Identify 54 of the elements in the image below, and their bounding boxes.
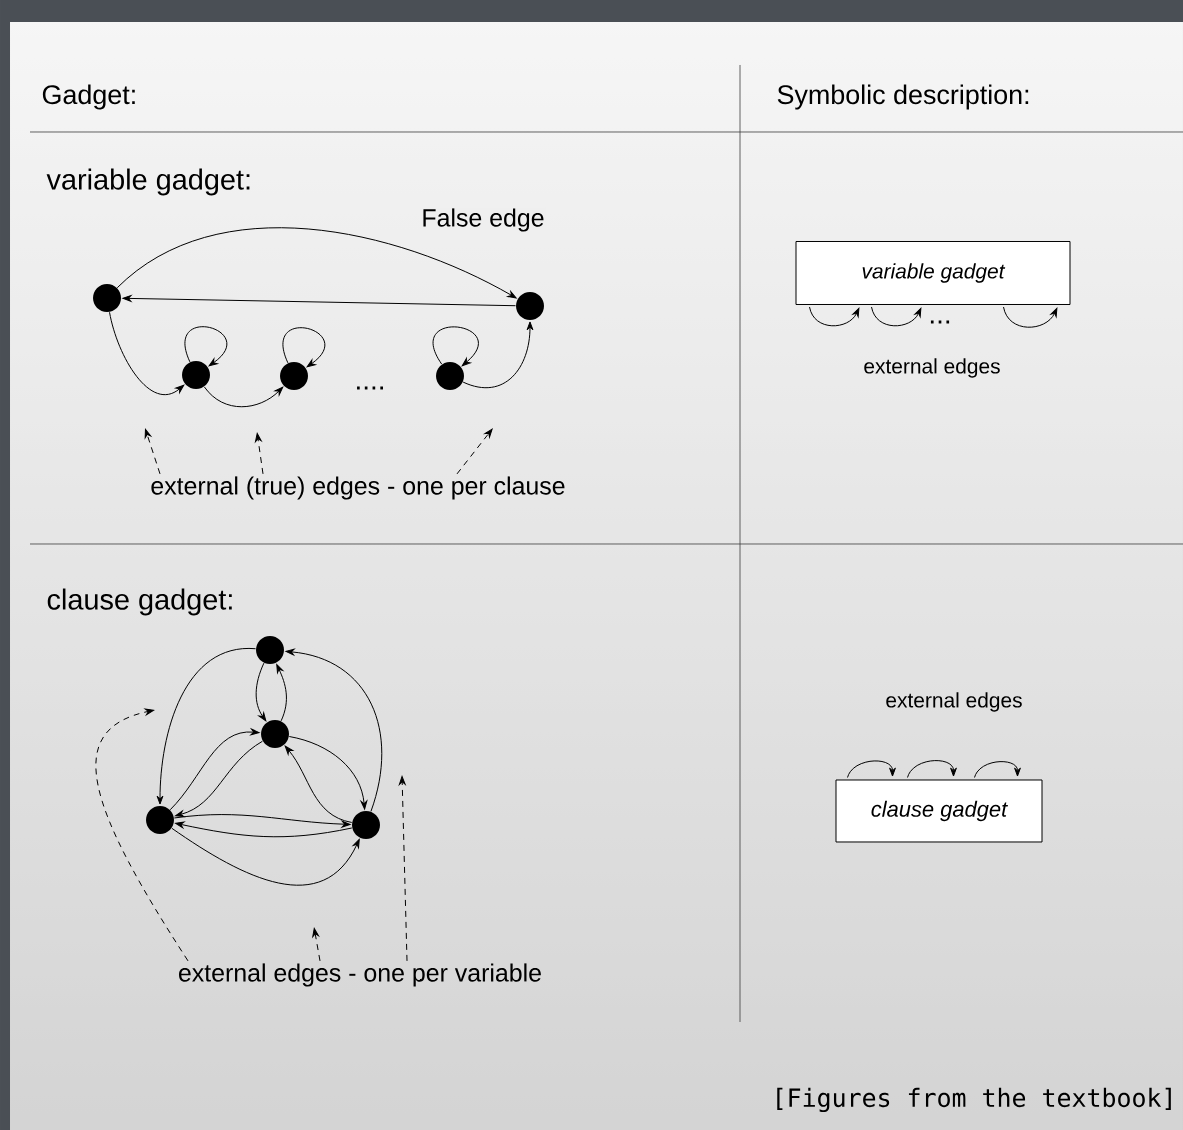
arrow — [169, 728, 260, 811]
arrow — [847, 760, 896, 778]
gadget-box: variable gadget — [795, 241, 1071, 305]
graph-vertex — [93, 284, 121, 312]
graph-vertex — [352, 811, 380, 839]
arrow — [288, 736, 368, 810]
arrow — [285, 648, 383, 812]
arrow — [184, 326, 228, 367]
arrow — [974, 761, 1021, 778]
graph-vertex — [436, 362, 464, 390]
section-heading: variable gadget: — [46, 168, 250, 196]
graph-vertex — [256, 636, 284, 664]
ellipsis: ... — [930, 320, 950, 324]
arrow — [203, 386, 284, 408]
arrow — [144, 428, 161, 475]
arrow — [255, 432, 264, 475]
graph-vertex — [182, 361, 210, 389]
arrow — [173, 814, 351, 828]
arrow — [871, 306, 922, 327]
arrow — [432, 326, 479, 367]
column-heading: Gadget: — [42, 84, 135, 110]
arrow — [174, 740, 263, 818]
arrow — [312, 927, 321, 962]
arrow — [122, 295, 516, 307]
caption-text: external edges — [864, 358, 1000, 378]
column-heading: Symbolic description: — [777, 84, 1029, 110]
arrow — [284, 745, 353, 823]
graph-vertex — [146, 806, 174, 834]
arrow — [809, 306, 860, 327]
arrow — [907, 760, 957, 778]
caption-text: external edges — [886, 692, 1022, 712]
source-note: [Figures from the textbook] — [777, 1087, 1171, 1113]
arrow — [398, 775, 408, 962]
arrow — [255, 662, 267, 722]
arrow — [116, 227, 517, 299]
arrow — [156, 648, 257, 805]
edge-label: False edge — [420, 207, 546, 233]
gadget-box: clause gadget — [835, 779, 1043, 843]
arrow — [175, 821, 353, 838]
annotation-text: external (true) edges - one per clause — [151, 476, 565, 500]
arrow — [282, 327, 326, 368]
ellipsis: .... — [357, 386, 383, 390]
graph-vertex — [280, 362, 308, 390]
section-heading: clause gadget: — [47, 588, 232, 616]
arrow — [456, 428, 493, 475]
annotation-text: external edges - one per variable — [179, 963, 541, 987]
arrow — [95, 708, 189, 962]
graph-vertex — [516, 292, 544, 320]
arrow — [276, 663, 287, 722]
arrow — [171, 827, 360, 886]
graph-vertex — [261, 720, 289, 748]
arrow — [462, 321, 534, 389]
arrow — [1003, 306, 1058, 328]
arrow — [109, 311, 185, 396]
